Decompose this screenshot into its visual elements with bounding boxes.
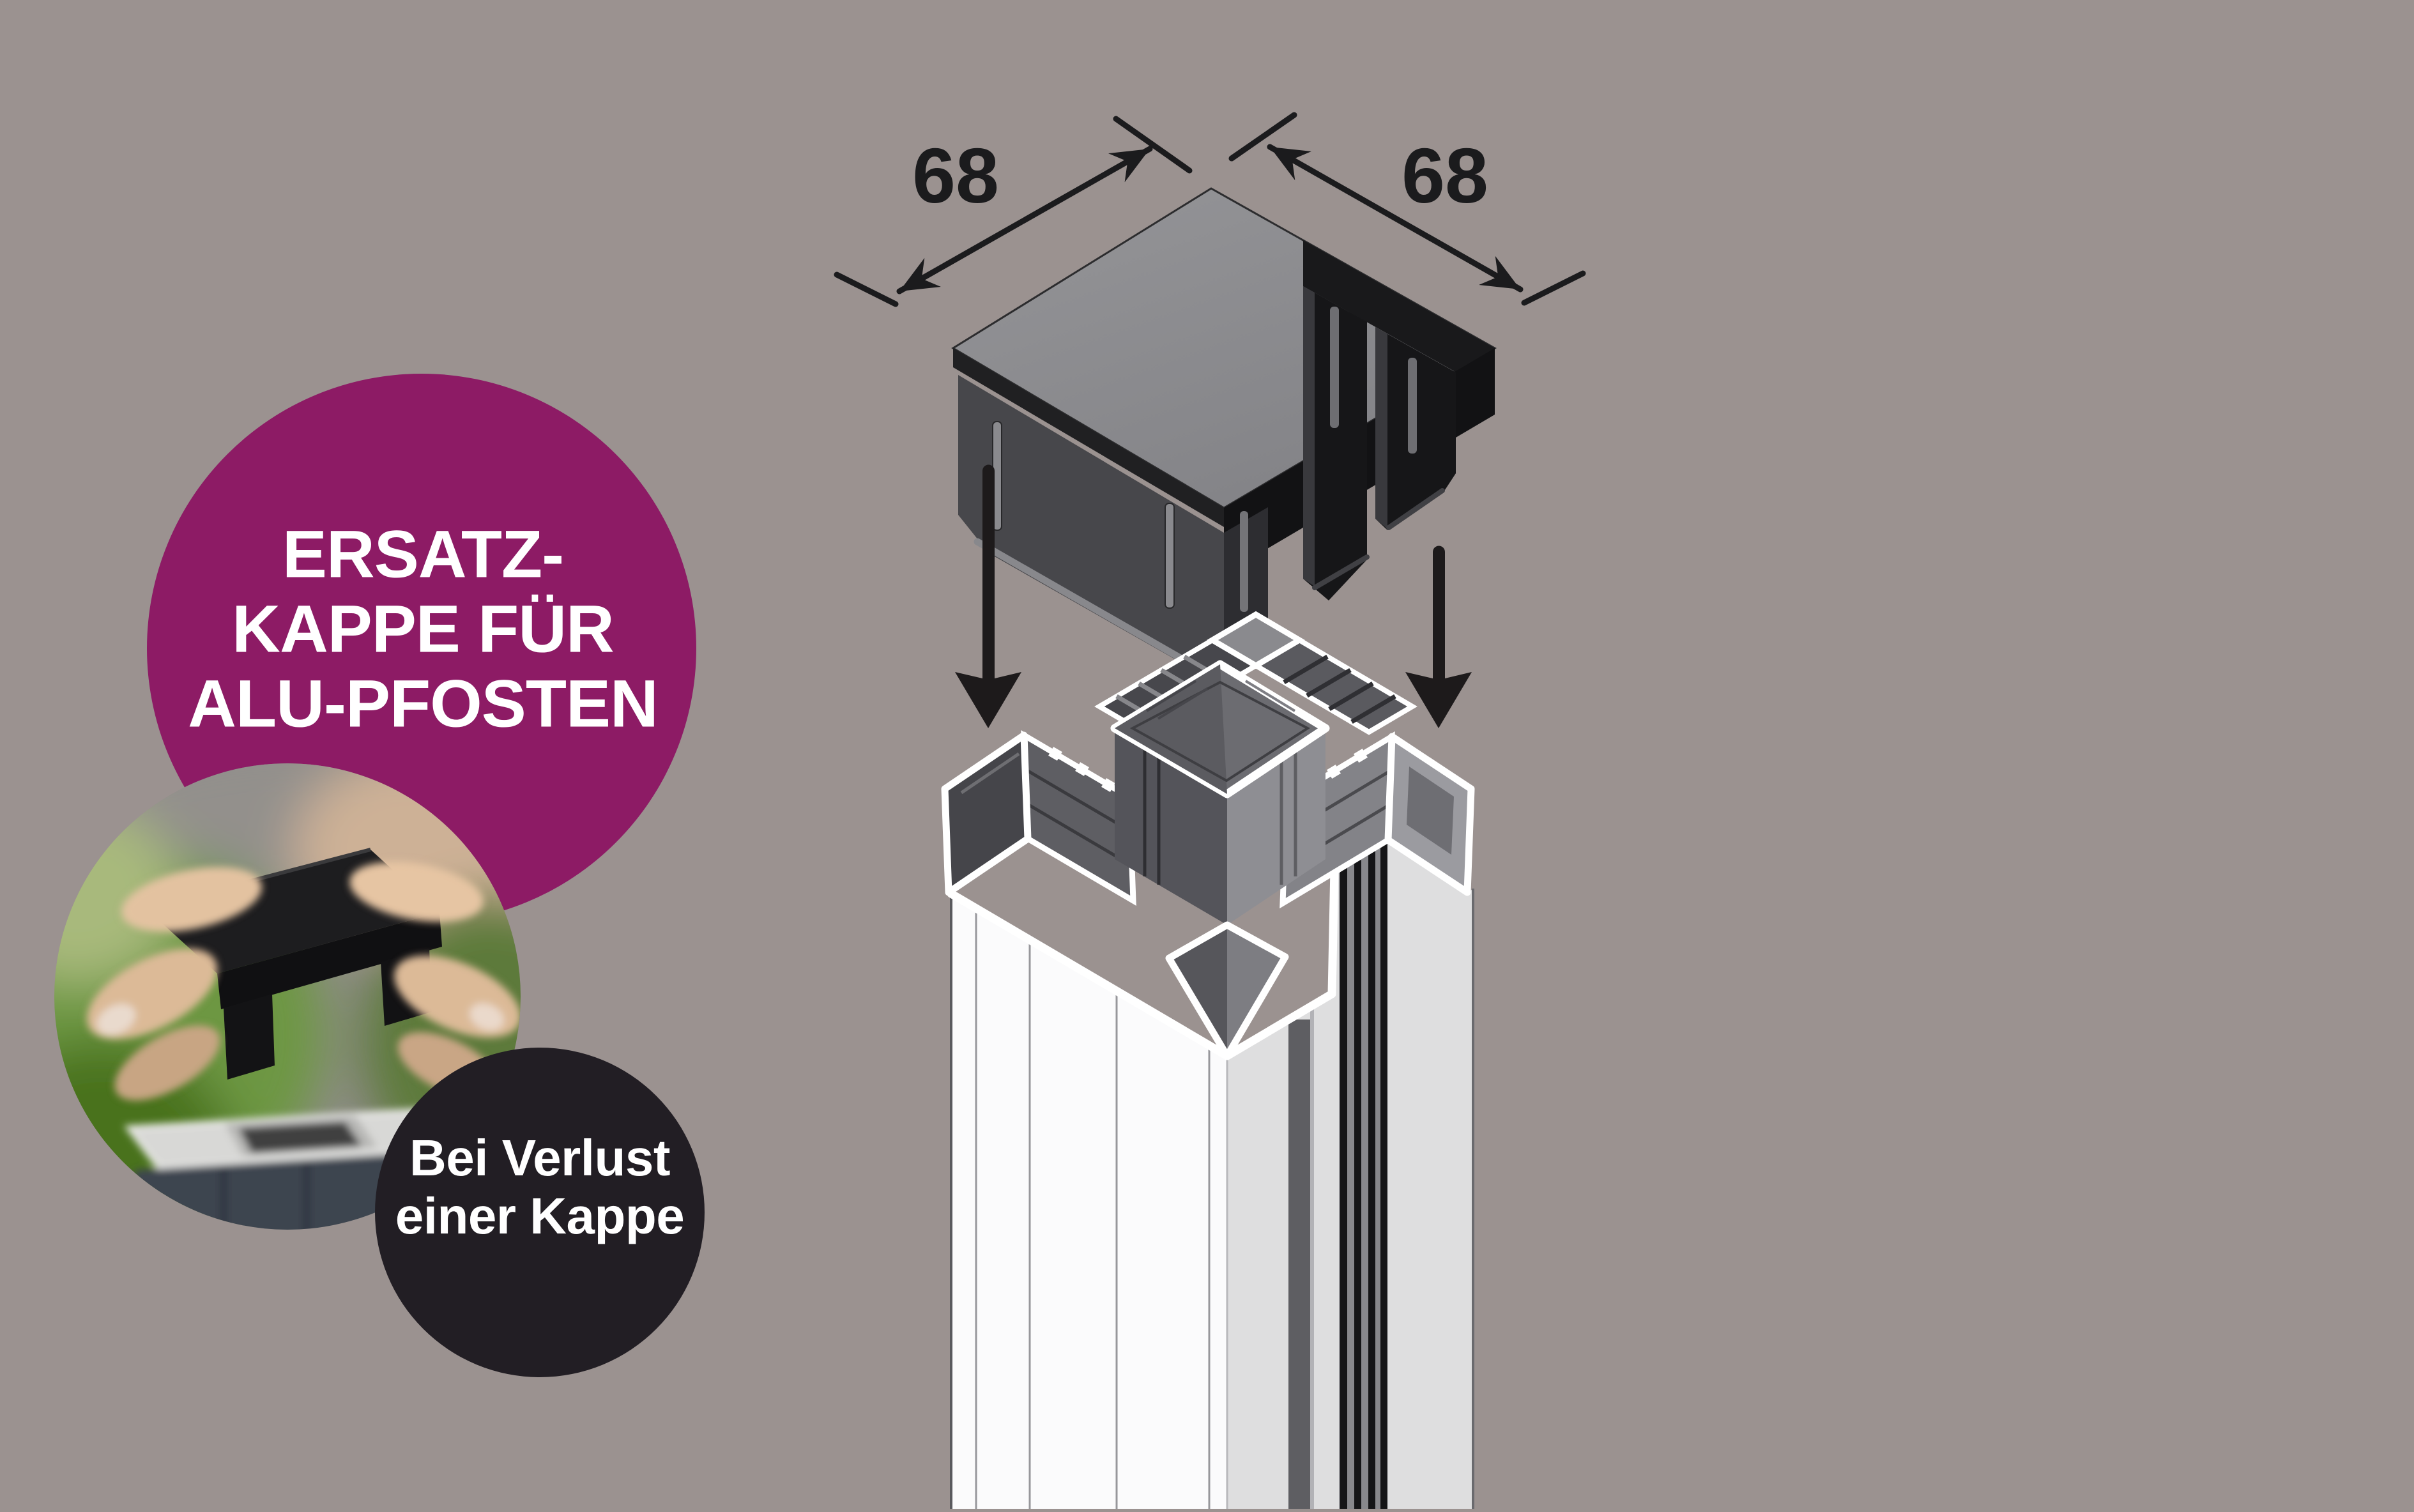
cap-back-wall (1303, 240, 1495, 394)
dimension-arrow-icon (1267, 144, 1524, 293)
promo-line-3: ALU-PFOSTEN (188, 666, 659, 742)
dimension-left: 68 (834, 116, 1193, 307)
promo-line-2: KAPPE FÜR (232, 592, 615, 667)
insert-arrows (955, 464, 1472, 728)
right-fingernail (470, 1003, 504, 1031)
cap-leg-outer (1375, 327, 1456, 530)
extension-tick (1521, 270, 1586, 306)
extension-tick (834, 271, 899, 307)
arrowhead-icon (1270, 147, 1311, 181)
extension-tick (1228, 112, 1297, 162)
post-drawing (941, 611, 1475, 1509)
post-front-seams (975, 908, 1211, 1509)
left-thumb (121, 867, 262, 932)
note-line-2: einer Kappe (395, 1187, 685, 1244)
dimension-label-left: 68 (912, 132, 999, 219)
dimension-right: 68 (1228, 112, 1586, 306)
post-centre-tube (1110, 660, 1330, 925)
post-front-wing (1165, 921, 1289, 1060)
cap-drawing (951, 187, 1497, 678)
left-fingernail (96, 1004, 136, 1035)
tube-right-wall (1227, 728, 1325, 925)
dimension-arrow-icon (896, 146, 1153, 294)
note-line-1: Bei Verlust (409, 1129, 671, 1186)
arrowhead-icon (1479, 256, 1520, 289)
arrowhead-icon (1108, 149, 1150, 183)
dimension-annotations: 68 68 (834, 112, 1586, 307)
dimension-label-right: 68 (1402, 132, 1488, 219)
promo-line-1: ERSATZ- (282, 517, 564, 592)
note-badge-text: Bei Verlust einer Kappe (395, 1129, 685, 1245)
tube-left-wall (1115, 728, 1227, 925)
cap-skirt-bottom-edge (974, 538, 1209, 676)
right-thumb (349, 861, 484, 922)
promo-badge-text: ERSATZ- KAPPE FÜR ALU-PFOSTEN (188, 517, 659, 742)
left-middle-finger (114, 1025, 220, 1101)
cap-corner-slot (1240, 511, 1248, 612)
cap-leg-inner (1303, 286, 1370, 600)
post-cut-outline (947, 832, 1340, 1060)
note-badge-circle (375, 1048, 705, 1377)
post-front-face (951, 894, 1227, 1509)
down-arrow-icon-right (1405, 546, 1472, 728)
post-side-groove-stripes (1288, 837, 1474, 1509)
cap-skirt-left (958, 375, 1224, 678)
photo-hands (86, 861, 521, 1101)
post-left-wing (941, 729, 1136, 906)
arrowhead-icon (899, 257, 941, 291)
extension-tick (1113, 116, 1193, 174)
left-wing-end-face (941, 731, 1032, 896)
cap-skirt-slot (1165, 503, 1175, 609)
cap-left-rim (953, 348, 1224, 527)
down-arrow-icon-left (955, 464, 1021, 728)
